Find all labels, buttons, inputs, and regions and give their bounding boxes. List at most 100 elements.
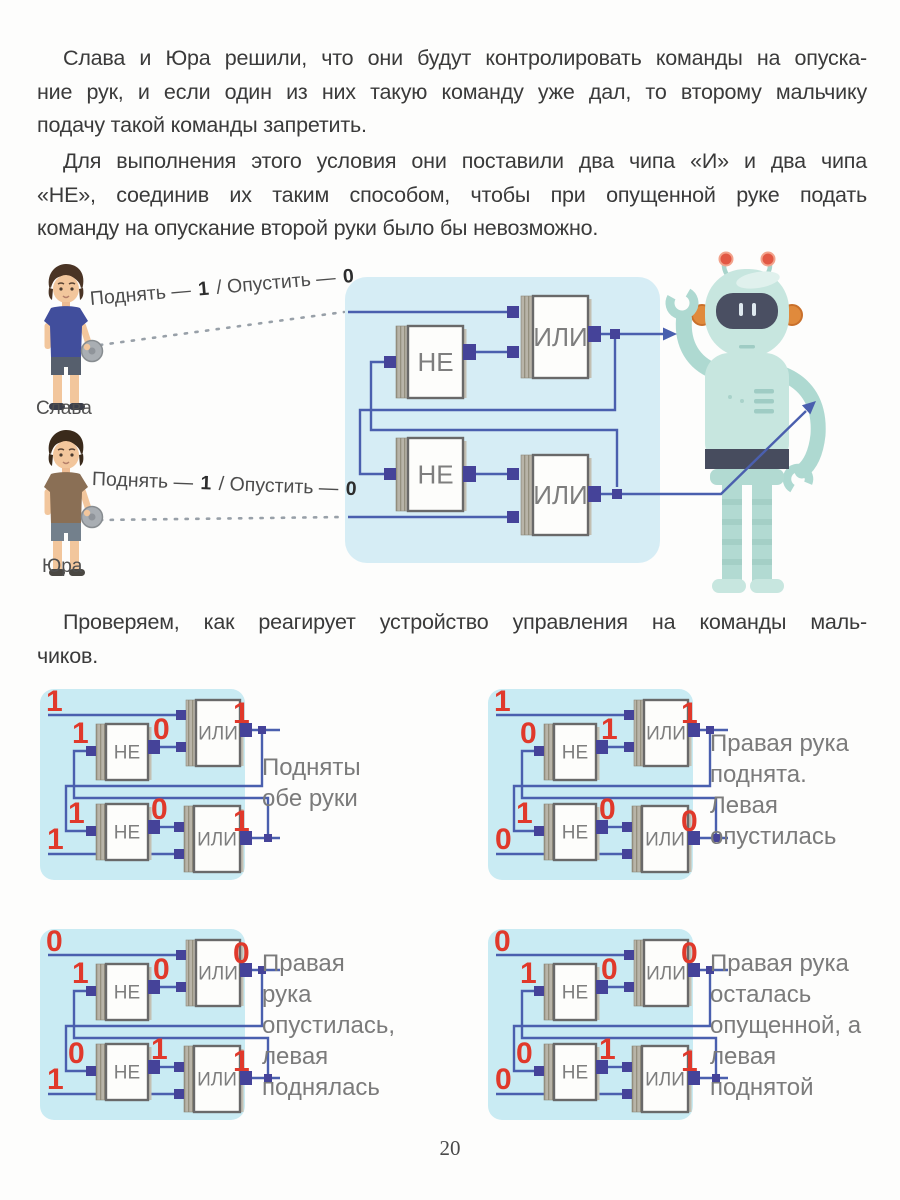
- command-text: Поднять —: [91, 468, 199, 495]
- example-caption-4: Правая рука осталась опущенной, а левая …: [710, 950, 862, 1101]
- svg-text:1: 1: [233, 805, 250, 838]
- boy-name-yura: Юра: [42, 556, 83, 577]
- svg-text:1: 1: [516, 797, 533, 830]
- svg-text:0: 0: [153, 713, 170, 746]
- boy-yura-illustration: [44, 430, 104, 576]
- svg-text:0: 0: [494, 926, 511, 958]
- svg-text:0: 0: [599, 793, 616, 826]
- boy-slava-illustration: [44, 264, 104, 410]
- svg-text:0: 0: [681, 937, 698, 970]
- svg-text:ИЛИ: ИЛИ: [533, 322, 587, 352]
- svg-text:ИЛИ: ИЛИ: [646, 724, 686, 745]
- svg-text:1: 1: [681, 697, 698, 730]
- signal-dotted-line-yura: [98, 515, 346, 522]
- robot-hand-open: [665, 286, 699, 320]
- robot-body: [705, 353, 789, 467]
- svg-text:НЕ: НЕ: [562, 1063, 588, 1084]
- svg-text:0: 0: [153, 953, 170, 986]
- svg-text:НЕ: НЕ: [562, 823, 588, 844]
- robot-vent: [754, 399, 774, 404]
- svg-text:НЕ: НЕ: [114, 983, 140, 1004]
- main-figure: НЕ ИЛИ НЕ ИЛИ Поднять — 1 / Опустить — 0…: [0, 250, 900, 608]
- svg-text:0: 0: [520, 717, 537, 750]
- svg-text:НЕ: НЕ: [562, 983, 588, 1004]
- robot-chest-dot: [728, 395, 732, 399]
- svg-text:1: 1: [46, 686, 63, 718]
- svg-text:НЕ: НЕ: [562, 743, 588, 764]
- svg-text:0: 0: [601, 953, 618, 986]
- robot-vent: [754, 409, 774, 414]
- svg-text:1: 1: [72, 957, 89, 990]
- svg-text:1: 1: [520, 957, 537, 990]
- svg-text:1: 1: [233, 1045, 250, 1078]
- svg-text:1: 1: [68, 797, 85, 830]
- svg-text:ИЛИ: ИЛИ: [645, 830, 685, 851]
- robot-belt: [705, 449, 789, 469]
- boy-name-slava: Слава: [36, 398, 92, 419]
- svg-text:0: 0: [151, 793, 168, 826]
- text-line: ние рук, и если один из них такую команд…: [37, 79, 867, 104]
- robot-eye: [752, 303, 756, 316]
- robot-mouth-slot: [739, 345, 755, 349]
- svg-text:ИЛИ: ИЛИ: [197, 1070, 237, 1091]
- svg-text:ИЛИ: ИЛИ: [197, 830, 237, 851]
- figure-artwork: [44, 251, 826, 593]
- robot-chest-dot: [740, 399, 744, 403]
- text-line: Слава и Юра решили, что они будут контро…: [63, 46, 867, 70]
- antenna-ball-icon: [718, 251, 734, 267]
- svg-text:0: 0: [46, 926, 63, 958]
- command-value-0: 0: [341, 264, 355, 288]
- svg-text:НЕ: НЕ: [114, 1063, 140, 1084]
- robot-illustration: [665, 251, 826, 593]
- signal-dotted-line-slava: [98, 310, 346, 347]
- text-line: Проверяем, как реагирует устройство упра…: [63, 610, 867, 634]
- svg-text:0: 0: [233, 937, 250, 970]
- robot-foot: [712, 579, 746, 593]
- svg-text:0: 0: [681, 805, 698, 838]
- text-line: «НЕ», соединив их таким способом, чтобы …: [37, 182, 867, 207]
- robot-foot: [750, 579, 784, 593]
- svg-text:1: 1: [47, 823, 64, 856]
- svg-text:ИЛИ: ИЛИ: [198, 964, 238, 985]
- svg-text:НЕ: НЕ: [114, 823, 140, 844]
- svg-text:ИЛИ: ИЛИ: [198, 724, 238, 745]
- command-text: / Опустить —: [212, 472, 345, 500]
- robot-eye: [739, 303, 743, 316]
- svg-text:0: 0: [495, 1063, 512, 1096]
- example-caption-1: Подняты обе руки: [262, 754, 361, 812]
- page-number: 20: [439, 1136, 461, 1160]
- antenna-ball-icon: [760, 251, 776, 267]
- text-line: команду на опускание второй руки было бы…: [37, 216, 599, 240]
- example-caption-3: Правая рука опустилась, левая поднялась: [262, 950, 395, 1101]
- svg-text:1: 1: [233, 697, 250, 730]
- svg-text:0: 0: [495, 823, 512, 856]
- svg-text:НЕ: НЕ: [417, 460, 453, 490]
- svg-text:1: 1: [494, 686, 511, 718]
- text-line: чиков.: [37, 643, 99, 668]
- robot-head-shine: [736, 271, 780, 289]
- svg-text:1: 1: [151, 1033, 168, 1066]
- paragraph-intro: Слава и Юра решили, что они будут контро…: [37, 42, 867, 143]
- svg-text:1: 1: [72, 717, 89, 750]
- svg-text:1: 1: [599, 1033, 616, 1066]
- svg-text:0: 0: [68, 1037, 85, 1070]
- svg-text:ИЛИ: ИЛИ: [645, 1070, 685, 1091]
- robot-arm-lowered: [772, 365, 826, 479]
- svg-text:0: 0: [516, 1037, 533, 1070]
- svg-text:1: 1: [47, 1063, 64, 1096]
- svg-text:1: 1: [681, 1045, 698, 1078]
- svg-text:НЕ: НЕ: [114, 743, 140, 764]
- example-caption-2: Правая рука поднята. Левая опустилась: [710, 730, 849, 850]
- text-line: подачу такой команды запретить.: [37, 113, 367, 137]
- svg-text:ИЛИ: ИЛИ: [646, 964, 686, 985]
- paragraph-solution: Для выполнения этого условия они постави…: [37, 145, 867, 246]
- paragraph-check: Проверяем, как реагирует устройство упра…: [37, 606, 867, 673]
- robot-vent: [754, 389, 774, 394]
- robot-visor: [716, 293, 778, 329]
- main-circuit-diagram: НЕ ИЛИ НЕ ИЛИ: [340, 262, 885, 592]
